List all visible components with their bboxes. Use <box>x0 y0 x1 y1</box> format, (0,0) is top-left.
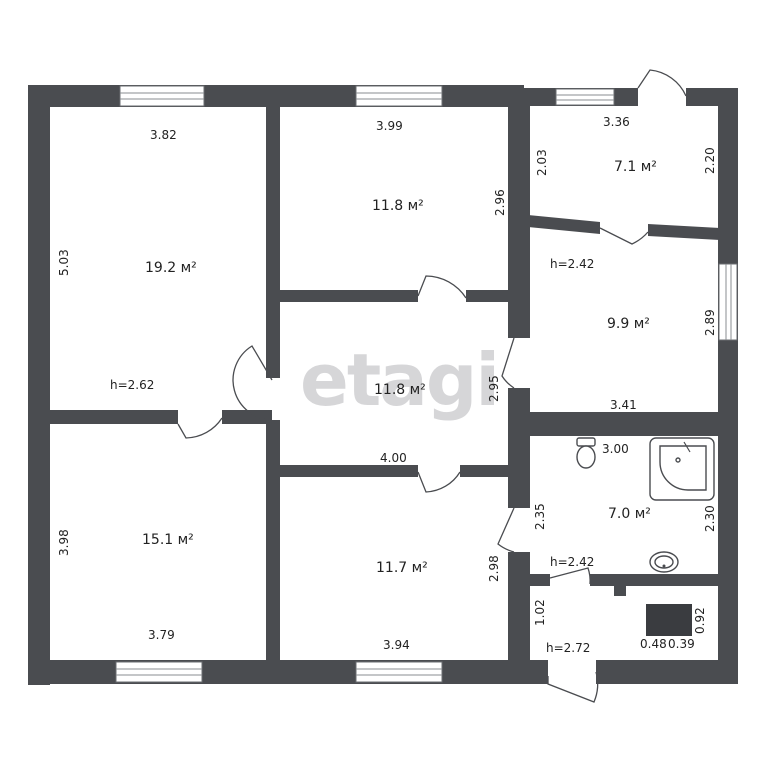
bathroom-height: h=2.42 <box>550 555 594 569</box>
entry-area: 7.1 м² <box>614 159 657 175</box>
stove-depth: 0.39 <box>668 637 695 651</box>
bathroom-depth-left: 2.35 <box>533 503 547 530</box>
kitchen-depth: 2.89 <box>703 309 717 336</box>
door-bath <box>497 507 515 553</box>
bathroom-depth-right: 2.30 <box>703 505 717 532</box>
wall-h-mid-top <box>278 290 418 302</box>
bedroom-large-area: 19.2 м² <box>145 260 197 276</box>
wall-stub <box>614 580 626 596</box>
wall-v2 <box>508 106 530 338</box>
sink-icon <box>649 551 679 573</box>
window-top-3 <box>555 88 615 106</box>
entry-width: 3.36 <box>603 115 630 129</box>
entry-depth-left: 2.03 <box>535 149 549 176</box>
interior-walls <box>40 106 724 664</box>
bedroom-large-length: 5.03 <box>57 249 71 276</box>
bedroom-bottom-mid-area: 11.7 м² <box>376 560 428 576</box>
bedroom-large-width: 3.82 <box>150 128 177 142</box>
wall-right-upper <box>718 88 738 424</box>
watermark: etagi <box>300 338 498 422</box>
kitchen-height: h=2.42 <box>550 257 594 271</box>
wall-v1b <box>266 420 280 664</box>
window-right <box>718 263 738 341</box>
toilet-icon <box>576 437 596 469</box>
bedroom-large-height: h=2.62 <box>110 378 154 392</box>
labels: 3.82 5.03 19.2 м² h=2.62 3.99 11.8 м² 2.… <box>57 115 717 655</box>
wall-h-left-b <box>222 410 272 424</box>
door-vestibule-inner <box>549 567 591 585</box>
hall-area: 11.8 м² <box>374 382 426 398</box>
window-bottom-2 <box>355 661 443 683</box>
entry-depth-right: 2.20 <box>703 147 717 174</box>
shower-tray-icon <box>649 437 715 501</box>
wall-h-mid-bot-b <box>460 465 514 477</box>
door-bedroom-left-bottom <box>177 417 223 439</box>
wall-kitchen-top-a <box>528 215 600 234</box>
bedroom-top-area: 11.8 м² <box>372 198 424 214</box>
bathroom-fixtures <box>576 437 715 636</box>
wall-top-left <box>28 85 524 107</box>
door-kitchen <box>599 227 649 245</box>
bedroom-bottom-mid-width: 3.94 <box>383 638 410 652</box>
bedroom-bottom-mid-length: 2.98 <box>487 555 501 582</box>
kitchen-area: 9.9 м² <box>607 316 650 332</box>
stove-width: 0.48 <box>640 637 667 651</box>
bedroom-bottom-left-width: 3.79 <box>148 628 175 642</box>
wall-h-mid-top-b <box>466 290 514 302</box>
door-hall-right <box>501 337 515 389</box>
bedroom-bottom-left-area: 15.1 м² <box>142 532 194 548</box>
vestibule-depth: 1.02 <box>533 599 547 626</box>
wall-h-mid-bot <box>278 465 418 477</box>
door-vestibule <box>547 671 599 703</box>
wall-bottom-left <box>28 660 548 684</box>
wall-bath-top <box>528 412 724 436</box>
bedroom-bottom-left-length: 3.98 <box>57 529 71 556</box>
door-entry-top <box>637 69 687 97</box>
bedroom-top-width: 3.99 <box>376 119 403 133</box>
stove-icon <box>646 604 692 636</box>
wall-kitchen-top-b <box>648 224 720 240</box>
window-bottom-1 <box>115 661 203 683</box>
window-top-1 <box>119 85 205 107</box>
vestibule-height: h=2.72 <box>546 641 590 655</box>
wall-left <box>28 85 50 685</box>
doors <box>177 69 687 703</box>
kitchen-width: 3.41 <box>610 398 637 412</box>
hall-width: 4.00 <box>380 451 407 465</box>
door-bedroom-top <box>417 275 467 299</box>
wall-bottom-right <box>596 660 738 684</box>
wall-v1 <box>266 106 280 378</box>
wall-v2c <box>508 552 530 664</box>
bathroom-width: 3.00 <box>602 442 629 456</box>
wall-right-lower <box>718 424 738 684</box>
window-top-2 <box>355 85 443 107</box>
hall-depth: 2.95 <box>487 375 501 402</box>
door-bedroom-large <box>232 345 273 421</box>
stove-length: 0.92 <box>693 607 707 634</box>
door-bedroom-bottom <box>417 471 461 493</box>
windows <box>115 85 738 683</box>
wall-bath-bottom <box>590 574 724 586</box>
wall-h-left <box>40 410 178 424</box>
bedroom-top-length: 2.96 <box>493 189 507 216</box>
wall-v2b <box>508 388 530 508</box>
wall-bath-bottom-stub <box>528 574 550 586</box>
bathroom-area: 7.0 м² <box>608 506 651 522</box>
